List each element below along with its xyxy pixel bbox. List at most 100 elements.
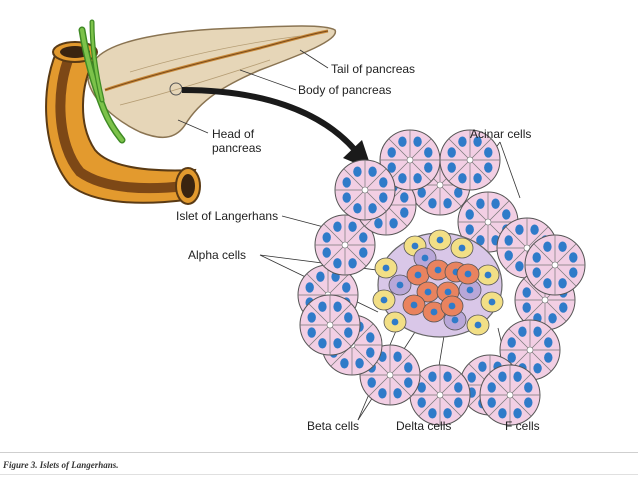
acinar-nucleus [428, 371, 437, 382]
alpha-cell-nucleus [380, 296, 388, 304]
acinar-nucleus [532, 252, 541, 263]
acinar-cell-border [469, 138, 492, 161]
beta-cell-nucleus [410, 301, 418, 309]
bottom-divider [0, 474, 638, 475]
acinar-cell-border [439, 184, 462, 207]
acinar-cell-border [385, 204, 408, 227]
beta-cell [402, 294, 426, 316]
acinar-nucleus [502, 209, 511, 220]
acinar-nucleus [428, 408, 437, 419]
beta-cell-nucleus [464, 270, 472, 278]
acinar-nucleus [491, 198, 500, 209]
acinar-cell-border [308, 303, 331, 326]
acinar-cell-border [306, 273, 329, 296]
acinus-lumen [361, 186, 369, 194]
acinar-nucleus [522, 287, 531, 298]
acinar-nucleus [404, 377, 413, 388]
acinar-nucleus [368, 203, 377, 214]
alpha-cell [372, 289, 396, 311]
acinar-nucleus [544, 337, 553, 348]
acinar-nucleus [342, 192, 351, 203]
acinar-nucleus [473, 173, 482, 184]
acinar-nucleus [374, 218, 383, 229]
acinar-cell-border [344, 223, 367, 246]
islet-cross-section [297, 129, 586, 426]
acinar-cell-border [523, 278, 546, 301]
acinar-nucleus [507, 337, 516, 348]
acinar-nucleus [559, 302, 568, 313]
label-delta-cells: Delta cells [396, 419, 452, 433]
delta-cell-nucleus [421, 254, 429, 262]
beta-cell-nucleus [434, 266, 442, 274]
alpha-cell [466, 314, 490, 336]
acinar-cell-border [418, 394, 441, 417]
acinar-cell-border [508, 328, 531, 351]
acinar-nucleus [353, 166, 362, 177]
acinar-nucleus [342, 282, 351, 293]
acinar-nucleus [515, 224, 524, 235]
beta-cell-nucleus [430, 308, 438, 316]
acinar-nucleus [443, 198, 452, 209]
acinar-nucleus [518, 326, 527, 337]
pancreas-illustration [45, 19, 336, 205]
acinus-lumen [341, 241, 349, 249]
acinar-nucleus [532, 267, 541, 278]
alpha-cell-nucleus [488, 298, 496, 306]
acinar-nucleus [544, 352, 553, 363]
acinar-nucleus [447, 147, 456, 158]
acinar-nucleus [333, 338, 342, 349]
acinar-nucleus [484, 162, 493, 173]
label-islet-of-langerhans: Islet of Langerhans [176, 209, 279, 223]
acinar-nucleus [404, 362, 413, 373]
delta-cell-nucleus [466, 286, 474, 294]
acinar-nucleus [443, 408, 452, 419]
acinus-lumen [386, 371, 394, 379]
acinar-cell-border [343, 189, 366, 212]
alpha-cell [480, 291, 504, 313]
acinus [379, 129, 441, 191]
acinar-nucleus [476, 198, 485, 209]
acinar-nucleus [473, 136, 482, 147]
acinar-nucleus [513, 371, 522, 382]
label-alpha-cells: Alpha cells [188, 248, 247, 262]
acinar-cell-border [505, 226, 528, 249]
acinar-nucleus [454, 397, 463, 408]
acinar-nucleus [484, 147, 493, 158]
acinus [299, 294, 361, 356]
acinar-nucleus [478, 361, 487, 372]
acinus-lumen [506, 391, 514, 399]
acinar-nucleus [398, 136, 407, 147]
acinus [524, 234, 586, 296]
acinar-nucleus [524, 382, 533, 393]
acinus-lumen [466, 156, 474, 164]
acinar-nucleus [413, 136, 422, 147]
acinar-nucleus [417, 382, 426, 393]
acinus [314, 214, 376, 276]
acinar-nucleus [318, 301, 327, 312]
acinar-cell-border [418, 184, 441, 207]
acinar-nucleus [333, 258, 342, 269]
acinar-nucleus [387, 147, 396, 158]
alpha-cell-nucleus [436, 236, 444, 244]
acinar-cell-border [389, 374, 412, 397]
acinus-lumen [541, 296, 549, 304]
acinar-cell-border [351, 344, 374, 367]
acinar-nucleus [393, 351, 402, 362]
acinar-cell-border [409, 159, 432, 182]
acinar-nucleus [368, 166, 377, 177]
pancreas [87, 25, 336, 139]
acinar-nucleus [400, 207, 409, 218]
acinar-cell-border [523, 299, 546, 322]
beta-cell [440, 295, 464, 317]
acinar-nucleus [379, 177, 388, 188]
acinar-nucleus [333, 301, 342, 312]
acinar-nucleus [487, 382, 496, 393]
acinar-nucleus [498, 371, 507, 382]
acinar-nucleus [424, 147, 433, 158]
acinar-nucleus [458, 173, 467, 184]
acinar-cell-border [389, 353, 412, 376]
delta-cell [388, 274, 412, 296]
acinar-nucleus [465, 209, 474, 220]
acinar-nucleus [458, 136, 467, 147]
